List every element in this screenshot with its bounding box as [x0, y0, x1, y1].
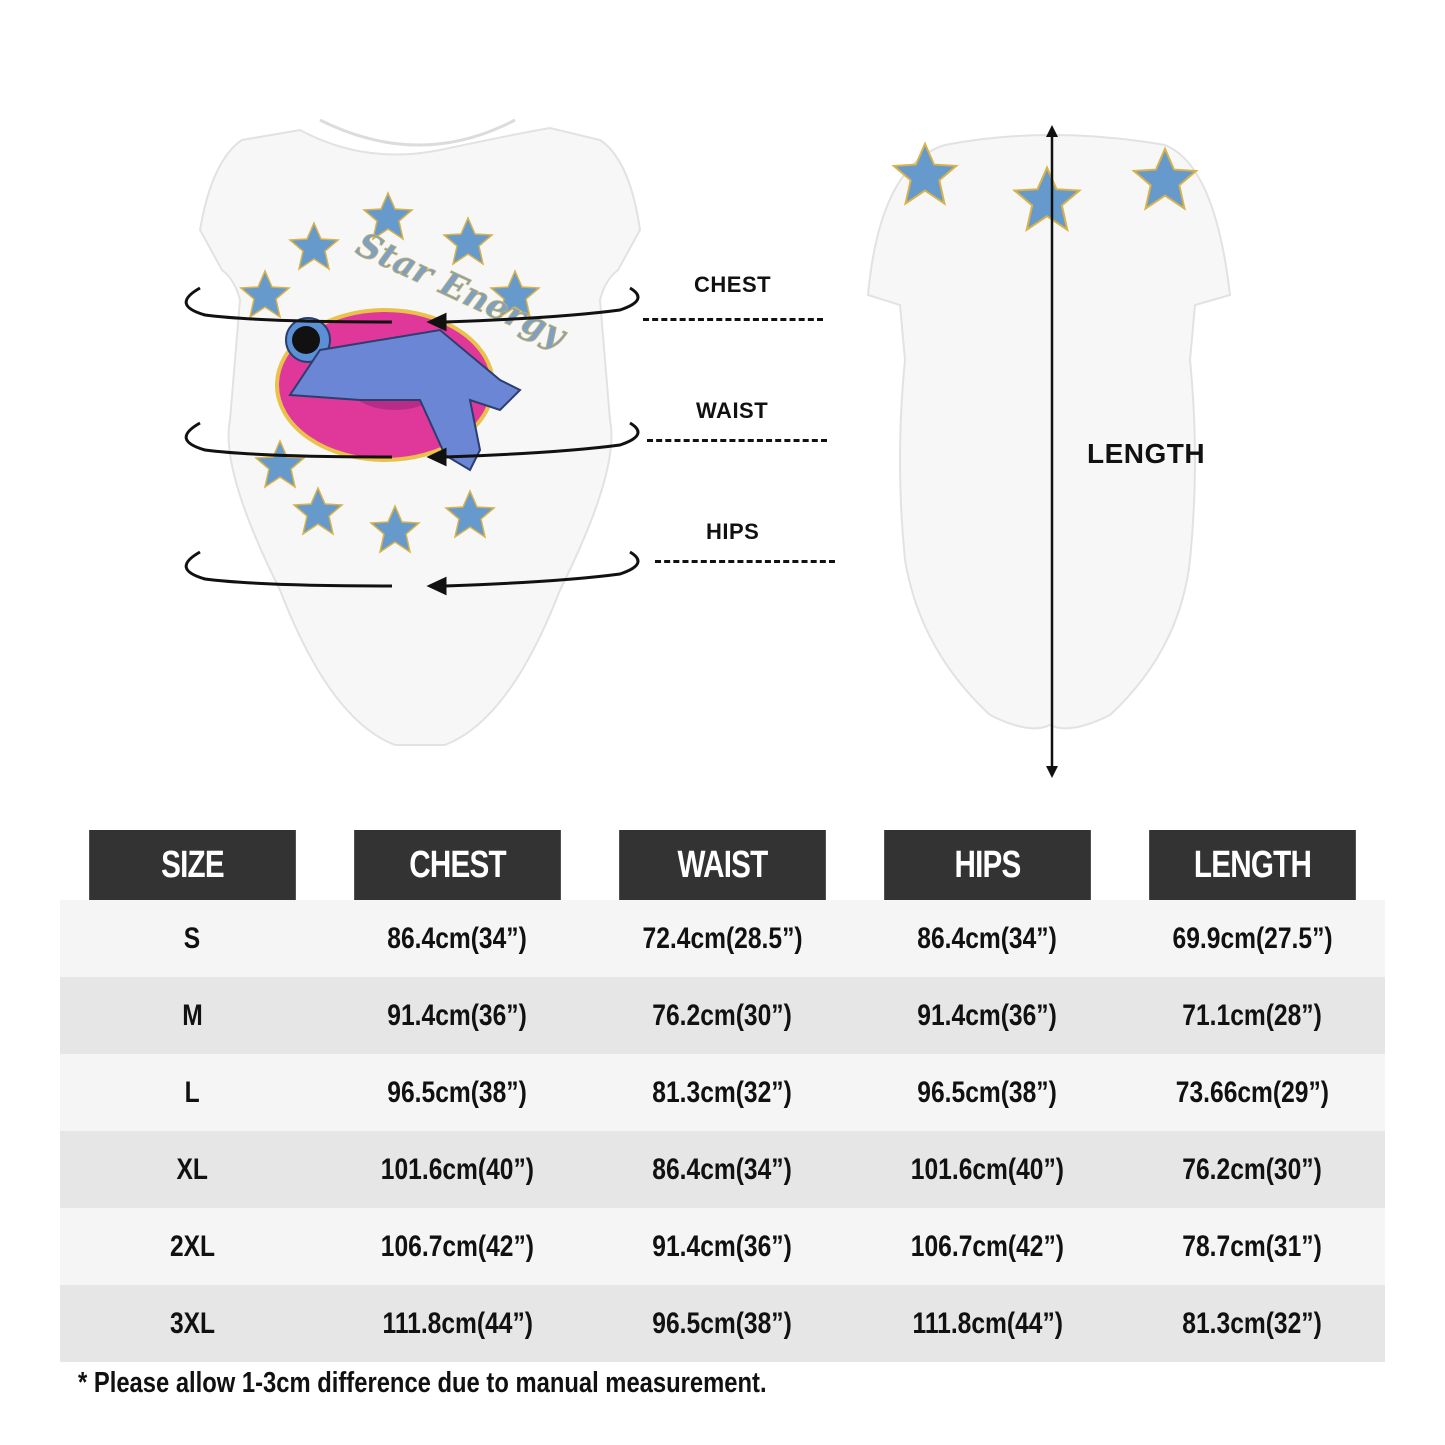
chest-label: CHEST: [694, 272, 772, 297]
cell-hips: 101.6cm(40”): [855, 1131, 1120, 1208]
cell-hips: 86.4cm(34”): [855, 900, 1120, 977]
cell-chest: 86.4cm(34”): [325, 900, 590, 977]
cell-chest: 101.6cm(40”): [325, 1131, 590, 1208]
chest-measure-arrow: [184, 286, 640, 332]
cell-size: M: [60, 977, 325, 1054]
cell-size: L: [60, 1054, 325, 1131]
cell-hips: 96.5cm(38”): [855, 1054, 1120, 1131]
size-chart-table: SIZE CHEST WAIST HIPS LENGTH S 86.4cm(34…: [60, 830, 1385, 1362]
cell-waist: 96.5cm(38”): [590, 1285, 855, 1362]
cell-chest: 96.5cm(38”): [325, 1054, 590, 1131]
cell-length: 76.2cm(30”): [1120, 1131, 1385, 1208]
chest-dash-line: [643, 318, 823, 321]
table-row: XL 101.6cm(40”) 86.4cm(34”) 101.6cm(40”)…: [60, 1131, 1385, 1208]
waist-label: WAIST: [696, 398, 769, 423]
waist-measure-arrow: [184, 421, 640, 467]
table-row: S 86.4cm(34”) 72.4cm(28.5”) 86.4cm(34”) …: [60, 900, 1385, 977]
hips-label: HIPS: [706, 519, 760, 544]
cell-size: S: [60, 900, 325, 977]
table-header-row: SIZE CHEST WAIST HIPS LENGTH: [60, 830, 1385, 900]
cell-hips: 111.8cm(44”): [855, 1285, 1120, 1362]
cell-waist: 86.4cm(34”): [590, 1131, 855, 1208]
header-chest: CHEST: [354, 830, 561, 900]
cell-size: 3XL: [60, 1285, 325, 1362]
back-bodysuit: [866, 125, 1232, 778]
table-row: L 96.5cm(38”) 81.3cm(32”) 96.5cm(38”) 73…: [60, 1054, 1385, 1131]
length-measure-arrow: [1046, 125, 1058, 778]
cell-chest: 111.8cm(44”): [325, 1285, 590, 1362]
hips-dash-line: [655, 560, 835, 563]
cell-hips: 91.4cm(36”): [855, 977, 1120, 1054]
header-length: LENGTH: [1149, 830, 1356, 900]
cell-size: 2XL: [60, 1208, 325, 1285]
garment-illustration: Star Energy: [184, 118, 1232, 778]
cell-length: 73.66cm(29”): [1120, 1054, 1385, 1131]
cell-length: 81.3cm(32”): [1120, 1285, 1385, 1362]
header-hips: HIPS: [884, 830, 1091, 900]
cell-waist: 72.4cm(28.5”): [590, 900, 855, 977]
cell-hips: 106.7cm(42”): [855, 1208, 1120, 1285]
length-label: LENGTH: [1087, 438, 1206, 469]
table-row: 3XL 111.8cm(44”) 96.5cm(38”) 111.8cm(44”…: [60, 1285, 1385, 1362]
cell-chest: 106.7cm(42”): [325, 1208, 590, 1285]
front-bodysuit: Star Energy: [184, 118, 642, 746]
measurement-footnote: * Please allow 1-3cm difference due to m…: [78, 1367, 767, 1399]
astronaut-graphic: [285, 317, 522, 472]
cell-waist: 81.3cm(32”): [590, 1054, 855, 1131]
cell-size: XL: [60, 1131, 325, 1208]
cell-chest: 91.4cm(36”): [325, 977, 590, 1054]
table-row: M 91.4cm(36”) 76.2cm(30”) 91.4cm(36”) 71…: [60, 977, 1385, 1054]
table-row: 2XL 106.7cm(42”) 91.4cm(36”) 106.7cm(42”…: [60, 1208, 1385, 1285]
cell-length: 71.1cm(28”): [1120, 977, 1385, 1054]
waist-dash-line: [647, 439, 827, 442]
cell-length: 78.7cm(31”): [1120, 1208, 1385, 1285]
header-size: SIZE: [89, 830, 296, 900]
hips-measure-arrow: [184, 550, 640, 596]
cell-length: 69.9cm(27.5”): [1120, 900, 1385, 977]
cell-waist: 91.4cm(36”): [590, 1208, 855, 1285]
garment-svg: Star Energy: [184, 118, 1232, 778]
header-waist: WAIST: [619, 830, 826, 900]
cell-waist: 76.2cm(30”): [590, 977, 855, 1054]
